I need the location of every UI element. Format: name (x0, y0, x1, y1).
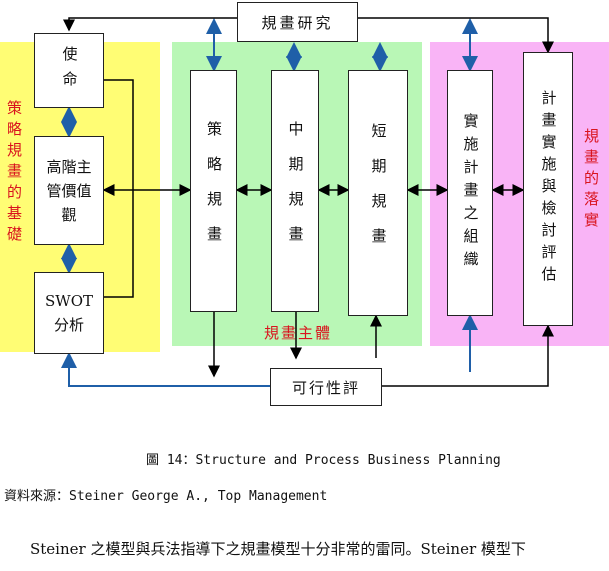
feasibility-label: 可行性評 (291, 378, 360, 397)
swot-label: SWOT分析 (45, 292, 93, 334)
swot-box: SWOT分析 (34, 272, 104, 354)
strategic-plan-box: 策略規畫 (190, 70, 237, 312)
mid-term-plan-box: 中期規畫 (271, 70, 319, 312)
planning-research-label: 規畫研究 (261, 13, 334, 32)
implementation-org-label: 實施計畫之組織 (461, 112, 480, 274)
executive-values-label: 高階主管價值觀 (46, 157, 92, 224)
feasibility-box: 可行性評 (270, 368, 382, 406)
mid-term-plan-label: 中期規畫 (286, 121, 305, 261)
short-term-plan-label: 短期規畫 (369, 123, 388, 263)
strategic-plan-label: 策略規畫 (205, 121, 223, 261)
executive-values-box: 高階主管價值觀 (34, 136, 104, 245)
implementation-zone-label: 規畫的落實 (582, 128, 600, 233)
implementation-review-box: 計畫實施與檢討評估 (523, 52, 573, 326)
planning-body-zone-label: 規畫主體 (264, 324, 333, 342)
mission-label: 使命 (60, 45, 79, 96)
implementation-org-box: 實施計畫之組織 (447, 70, 493, 316)
figure-source: 資料來源：Steiner George A., Top Management (4, 489, 328, 504)
short-term-plan-box: 短期規畫 (348, 70, 408, 316)
foundation-zone-label: 策略規畫的基礎 (5, 100, 23, 247)
body-paragraph: Steiner 之模型與兵法指導下之規畫模型十分非常的雷同。Steiner 模型… (30, 540, 526, 558)
planning-research-box: 規畫研究 (237, 2, 358, 42)
implementation-review-label: 計畫實施與檢討評估 (539, 90, 558, 288)
mission-box: 使命 (34, 33, 104, 108)
figure-caption: 圖 14：Structure and Process Business Plan… (146, 453, 501, 468)
